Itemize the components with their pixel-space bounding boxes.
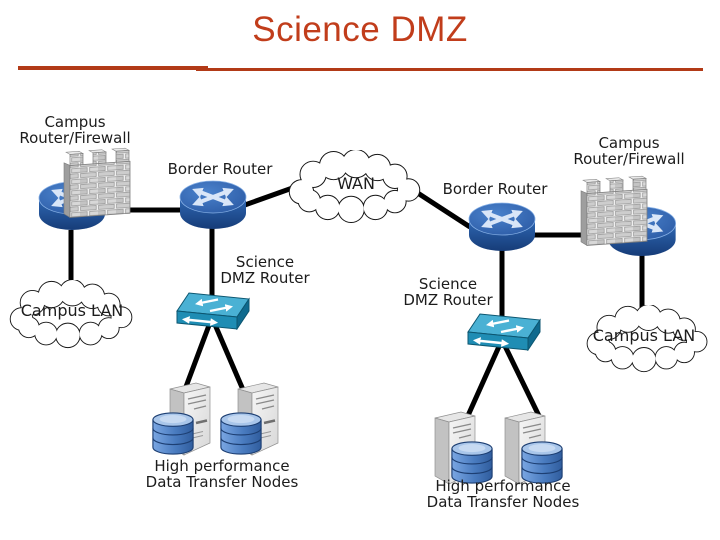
border-router-left-icon	[178, 179, 248, 231]
science-dmz-left-label: Science DMZ Router	[220, 253, 310, 287]
dtn-server-left-1-icon	[151, 379, 213, 459]
dtn-server-right-1-icon	[432, 408, 494, 488]
campus-router-right-label: Campus Router/Firewall	[573, 134, 685, 168]
title-rule-left	[18, 66, 208, 70]
edge-switch-server1-left	[181, 319, 214, 393]
edge-switch-server2-left	[210, 319, 247, 393]
campus-lan-right-label: Campus LAN	[592, 326, 696, 345]
border-router-right-label: Border Router	[442, 180, 548, 198]
dtn-left-label: High performance Data Transfer Nodes	[145, 457, 299, 491]
campus-router-left-label: Campus Router/Firewall	[19, 113, 131, 147]
dtn-server-right-2-icon	[502, 408, 564, 488]
edge-switch-server2-right	[500, 340, 544, 422]
edge-border-wan-left	[241, 183, 299, 209]
firewall-left-icon	[63, 147, 131, 218]
science-dmz-switch-right-icon	[465, 307, 543, 351]
campus-lan-left-label: Campus LAN	[20, 301, 124, 320]
border-router-left-label: Border Router	[167, 160, 273, 178]
science-dmz-switch-left-icon	[174, 286, 252, 330]
edge-wan-border-right	[408, 185, 472, 230]
dtn-right-label: High performance Data Transfer Nodes	[426, 477, 580, 511]
science-dmz-right-label: Science DMZ Router	[403, 275, 493, 309]
border-router-right-icon	[467, 201, 537, 253]
title-rule-right	[196, 68, 703, 71]
page-title: Science DMZ	[252, 10, 468, 49]
firewall-right-icon	[580, 175, 648, 246]
edge-switch-server1-right	[463, 340, 504, 422]
dtn-server-left-2-icon	[219, 379, 281, 459]
wan-label: WAN	[337, 174, 375, 193]
